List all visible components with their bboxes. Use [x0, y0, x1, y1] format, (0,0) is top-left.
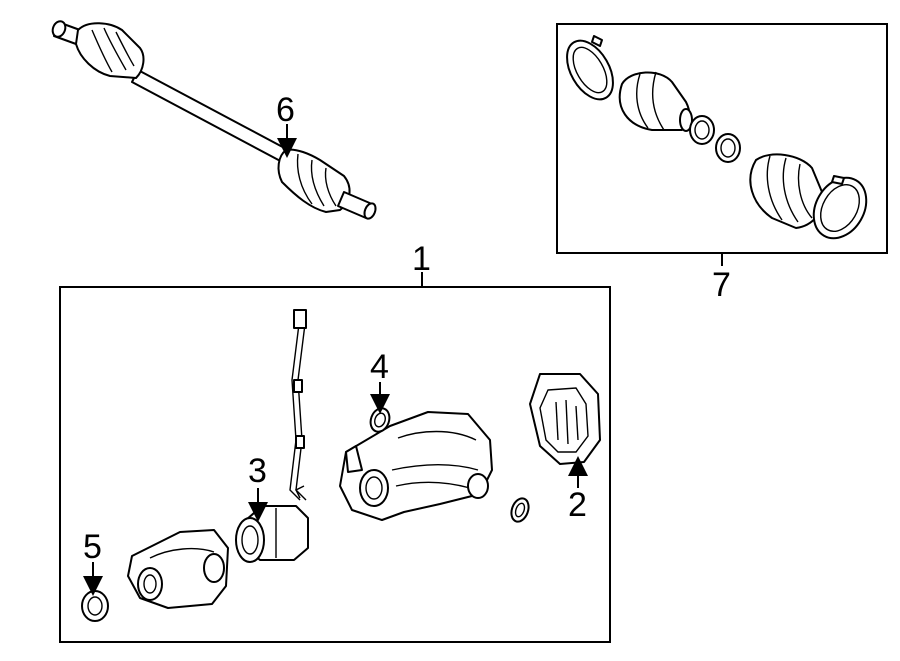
callout-3: 3	[248, 452, 267, 490]
cv-boot-kit-icon[interactable]	[558, 33, 877, 248]
oil-seal-icon[interactable]	[81, 590, 109, 622]
differential-cover-icon[interactable]	[529, 373, 601, 465]
callout-4: 4	[370, 348, 389, 386]
assembly-frame	[59, 286, 611, 643]
callout-1: 1	[412, 240, 431, 278]
rear-differential-assembly-icon[interactable]	[339, 411, 493, 521]
breather-hose-icon	[289, 309, 307, 501]
callout-6: 6	[276, 91, 295, 129]
callout-5: 5	[83, 528, 102, 566]
callout-2: 2	[568, 486, 587, 524]
callout-7: 7	[712, 266, 731, 304]
extension-housing-icon[interactable]	[127, 529, 229, 609]
o-ring-icon[interactable]	[508, 496, 531, 524]
axle-shaft-icon[interactable]	[50, 19, 377, 220]
